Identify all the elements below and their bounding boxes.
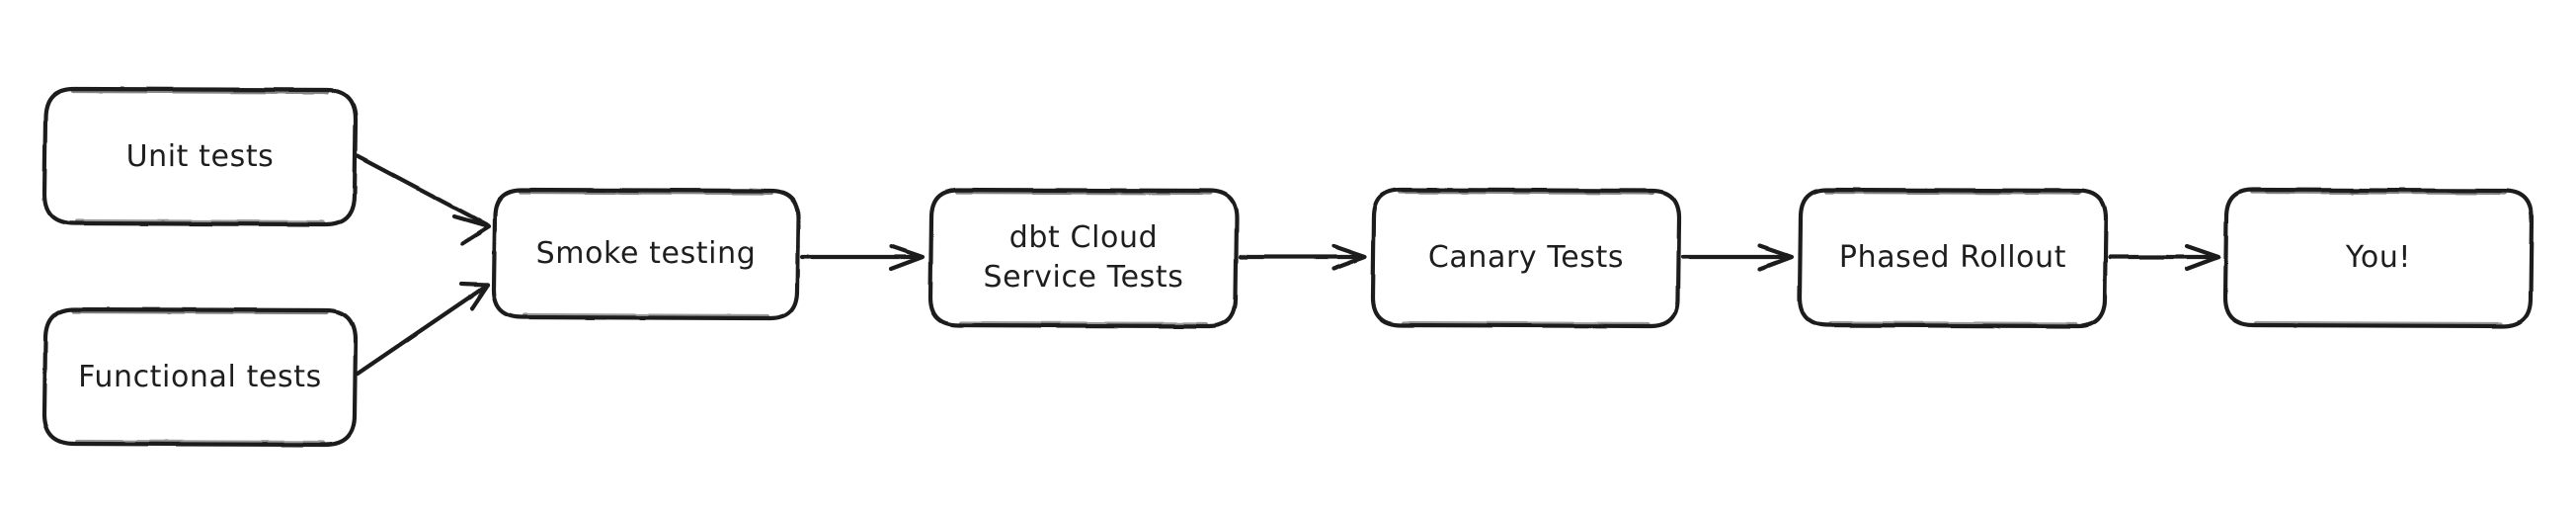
edge-canary-to-phased (1680, 243, 1795, 272)
node-shape-phased-rollout[interactable] (1797, 187, 2109, 329)
node-shape-canary-tests[interactable] (1370, 187, 1682, 329)
node-shape-functional-tests[interactable] (41, 306, 359, 448)
edge-unit-to-smoke (355, 153, 492, 246)
edge-functional-to-smoke (355, 281, 491, 377)
edge-smoke-to-dbt (799, 243, 926, 272)
node-shape-dbt-cloud-service-tests[interactable] (927, 187, 1240, 329)
node-shape-smoke-testing[interactable] (491, 187, 801, 321)
edge-phased-to-you (2107, 243, 2221, 272)
node-shape-unit-tests[interactable] (41, 86, 359, 227)
edge-dbt-to-canary (1238, 243, 1368, 272)
node-shape-you[interactable] (2222, 187, 2535, 329)
